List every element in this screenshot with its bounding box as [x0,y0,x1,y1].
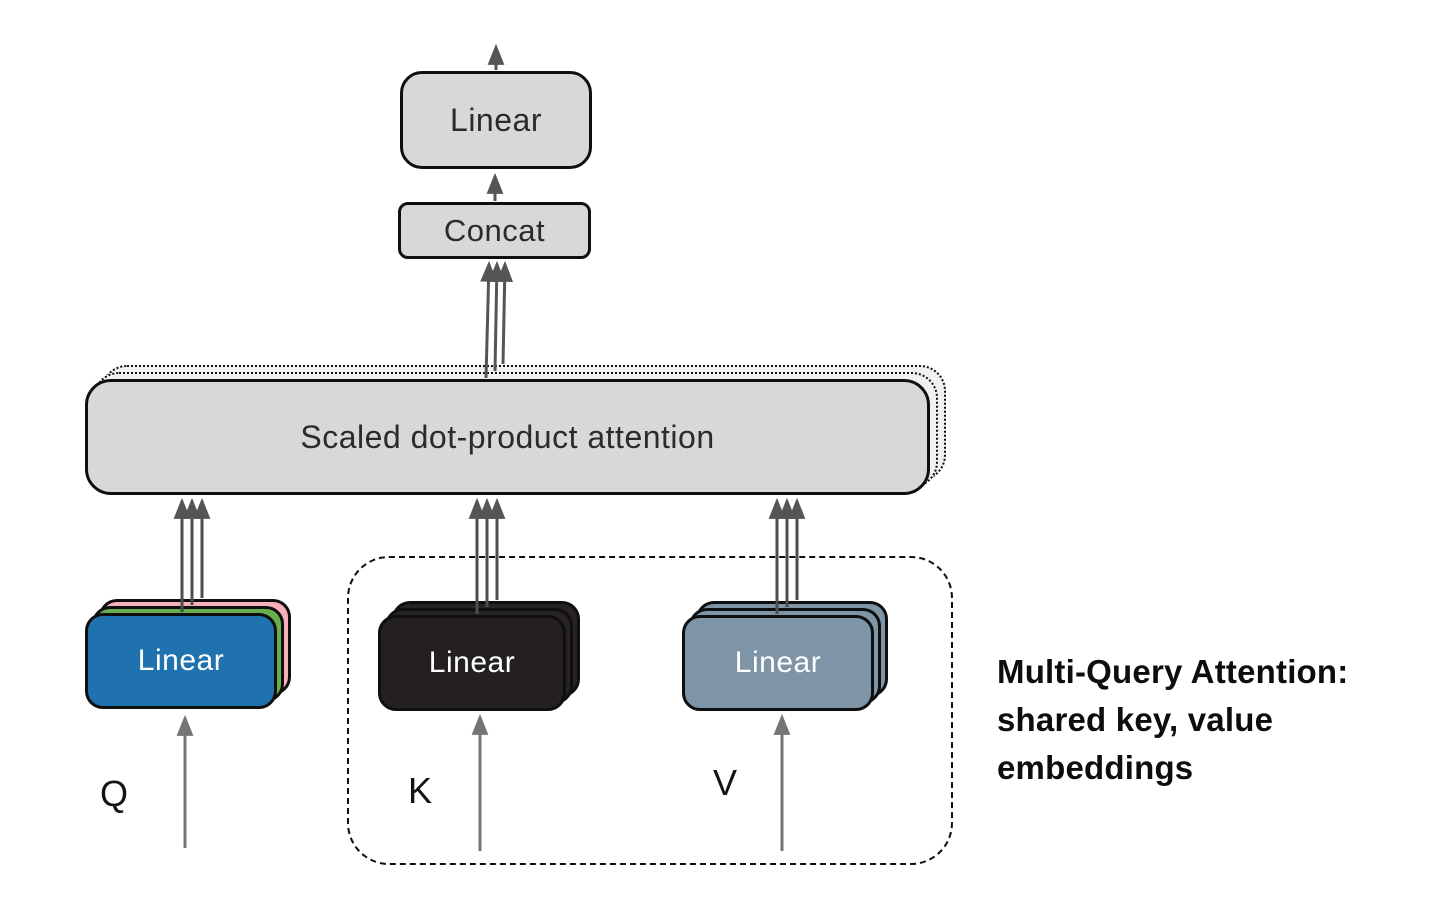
k-input-label: K [408,770,433,811]
caption-line-1: Multi-Query Attention: [997,653,1349,690]
attention-to-concat-arrow-2 [488,260,506,372]
k-linear-label: Linear [428,646,516,679]
output-linear-box: Linear [400,71,592,169]
caption-line-2: shared key, value [997,701,1274,738]
k-linear-box: Linear [378,615,566,711]
v-linear-label: Linear [734,646,822,679]
q-input-label: Q [100,773,129,814]
v-input-label: V [713,762,738,803]
caption-line-3: embeddings [997,749,1194,786]
attention-label: Scaled dot-product attention [300,418,715,455]
attention-to-concat-arrow-1 [480,260,497,379]
concat-label: Concat [443,212,546,248]
shared-kv-dashed-container [347,556,953,865]
output-linear-label: Linear [450,101,542,138]
caption-text: Multi-Query Attention: shared key, value… [997,648,1348,792]
q-linear-label: Linear [137,644,225,677]
q-linear-box: Linear [85,613,277,709]
v-linear-box: Linear [682,615,874,711]
attention-to-concat-arrow-3 [496,260,514,365]
concat-box: Concat [398,202,591,259]
scaled-dot-product-attention-box: Scaled dot-product attention [85,379,930,495]
